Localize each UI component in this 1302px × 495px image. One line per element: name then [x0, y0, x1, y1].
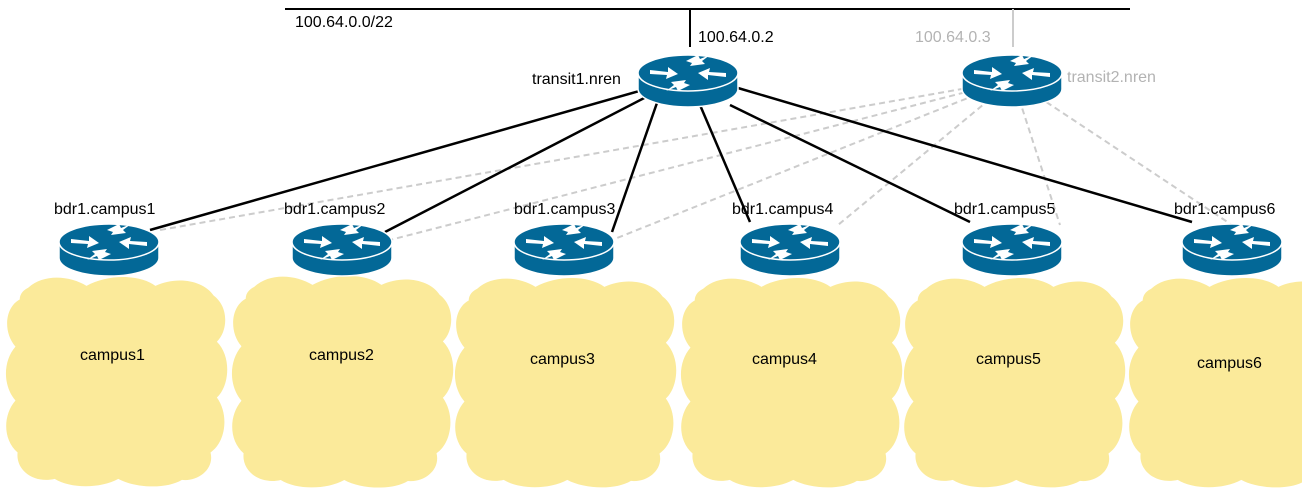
campus1-label: campus1 — [80, 347, 145, 364]
campus5-cloud — [903, 278, 1126, 488]
campus4-cloud — [680, 278, 903, 488]
campus3-label: campus3 — [530, 351, 595, 368]
campus6-cloud — [1128, 278, 1302, 488]
bdr1-campus3-label: bdr1.campus3 — [514, 201, 615, 218]
link-transit1-campus3 — [610, 99, 660, 233]
link-transit2-campus1 — [159, 79, 1014, 231]
router-icon[interactable] — [1181, 223, 1283, 277]
router-icon[interactable] — [739, 223, 841, 277]
bdr1-campus4-label: bdr1.campus4 — [732, 201, 833, 218]
transit2-ip-label: 100.64.0.3 — [915, 29, 991, 46]
bdr1-campus6-label: bdr1.campus6 — [1174, 201, 1275, 218]
campus2-cloud — [231, 276, 454, 488]
campus1-cloud — [5, 277, 228, 487]
router-icon[interactable] — [291, 223, 393, 277]
transit1-links — [149, 86, 1193, 234]
transit1-name-label: transit1.nren — [532, 71, 621, 88]
router-icon[interactable] — [961, 223, 1063, 277]
link-transit2-campus6 — [1012, 79, 1233, 226]
campus4-label: campus4 — [752, 351, 817, 368]
bdr1-campus1-label: bdr1.campus1 — [54, 201, 155, 218]
link-transit1-campus2 — [384, 93, 651, 234]
router-icon[interactable] — [961, 54, 1063, 108]
campus6-label: campus6 — [1197, 355, 1262, 372]
transit2-name-label: transit2.nren — [1067, 69, 1156, 86]
transit1-ip-label: 100.64.0.2 — [698, 29, 774, 46]
link-transit2-campus3 — [611, 79, 1014, 241]
router-icon[interactable] — [58, 223, 160, 277]
subnet-label: 100.64.0.0/22 — [295, 14, 393, 31]
link-transit1-campus4 — [698, 104, 752, 223]
link-transit1-campus1 — [149, 86, 651, 232]
link-transit2-campus4 — [837, 79, 1014, 226]
router-icon[interactable] — [513, 223, 615, 277]
link-transit1-campus5 — [729, 103, 971, 224]
bdr1-campus5-label: bdr1.campus5 — [954, 201, 1055, 218]
campus3-cloud — [454, 278, 677, 488]
link-transit1-campus6 — [737, 86, 1193, 224]
link-transit2-campus2 — [389, 79, 1014, 241]
router-icon[interactable] — [637, 54, 739, 108]
campus2-label: campus2 — [309, 347, 374, 364]
campus5-label: campus5 — [976, 351, 1041, 368]
bdr1-campus2-label: bdr1.campus2 — [284, 201, 385, 218]
